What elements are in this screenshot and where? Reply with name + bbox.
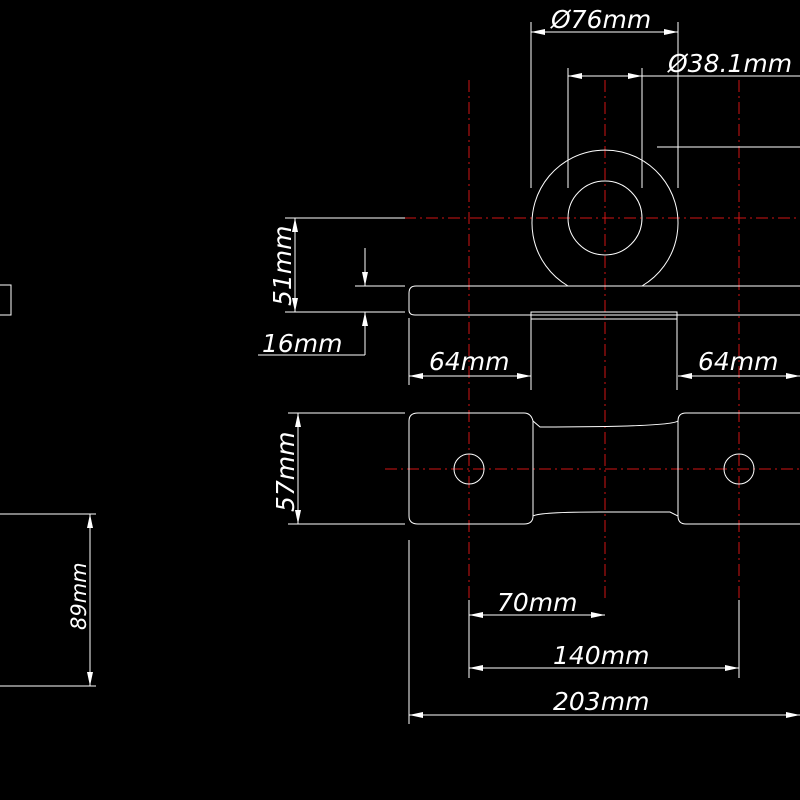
dim-plate-thickness-label: 16mm — [262, 329, 343, 358]
dim-outer-diameter: Ø76mm — [530, 5, 679, 188]
dim-hole-spacing: 140mm — [468, 600, 740, 678]
arrowhead — [87, 672, 93, 686]
arrowhead — [87, 514, 93, 528]
dim-inner-diameter-label: Ø38.1mm — [667, 49, 792, 78]
arrowhead — [568, 73, 582, 79]
dim-side-height: 89mm — [67, 514, 93, 686]
mounting-plate-outline — [408, 285, 800, 316]
arrowhead — [469, 665, 483, 671]
dim-inner-diameter: Ø38.1mm — [567, 49, 800, 188]
plate-boss — [530, 311, 678, 320]
arrowhead — [295, 510, 301, 524]
side-view-small-block — [0, 284, 12, 316]
arrowhead — [292, 218, 298, 232]
dim-half-hole-spacing-label: 70mm — [497, 588, 578, 617]
dim-overall-length: 203mm — [408, 540, 800, 724]
dim-flange-height: 51mm — [268, 217, 405, 313]
dim-half-hole-spacing: 70mm — [469, 588, 605, 618]
dim-right-offset-label: 64mm — [698, 347, 779, 376]
dim-side-height-label: 89mm — [67, 562, 91, 630]
base-view — [408, 412, 800, 525]
dim-base-height: 57mm — [271, 412, 405, 525]
arrowhead — [362, 272, 368, 286]
base-plate-outline — [408, 412, 800, 525]
arrowhead — [469, 612, 483, 618]
ring-outer-circle — [531, 149, 679, 287]
dim-left-offset: 64mm — [408, 318, 531, 385]
arrowhead — [786, 373, 800, 379]
arrowhead — [725, 665, 739, 671]
dim-outer-diameter-label: Ø76mm — [550, 5, 651, 34]
arrowhead — [531, 29, 545, 35]
arrowhead — [295, 413, 301, 427]
arrowhead — [409, 712, 423, 718]
mounting-hole-right — [723, 453, 755, 485]
arrowhead — [517, 373, 531, 379]
dim-base-height-label: 57mm — [271, 431, 300, 512]
arrowhead — [292, 298, 298, 312]
dim-hole-spacing-label: 140mm — [553, 641, 649, 670]
arrowhead — [678, 373, 692, 379]
arrowhead — [409, 373, 423, 379]
side-view — [0, 284, 96, 687]
arrowhead — [362, 312, 368, 326]
arrowhead — [591, 612, 605, 618]
dim-plate-thickness: 16mm — [258, 248, 405, 358]
dim-overall-length-label: 203mm — [553, 687, 649, 716]
centerlines — [385, 80, 800, 600]
dim-flange-height-label: 51mm — [268, 225, 297, 306]
ring-inner-circle — [567, 180, 643, 256]
front-view — [408, 149, 800, 390]
arrowhead — [628, 73, 642, 79]
arrowhead — [664, 29, 678, 35]
arrowhead — [786, 712, 800, 718]
dim-right-offset: 64mm — [678, 347, 800, 379]
dim-left-offset-label: 64mm — [429, 347, 510, 376]
mounting-hole-left — [453, 453, 485, 485]
